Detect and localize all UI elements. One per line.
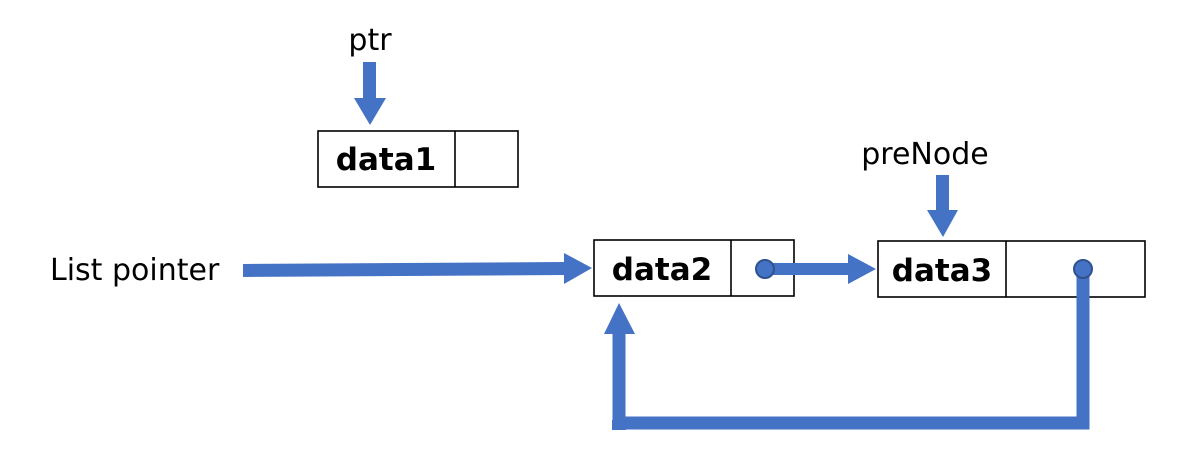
node2-link-dot bbox=[755, 259, 775, 279]
node2-next-arrow-shaft bbox=[768, 263, 850, 275]
node1-box bbox=[317, 130, 519, 188]
node2-next-arrow-head bbox=[848, 254, 876, 284]
loop-back-arrow-head bbox=[604, 303, 635, 334]
list-pointer-arrow-shaft bbox=[243, 262, 566, 277]
ptr-arrow-shaft bbox=[363, 62, 376, 100]
prenode-arrow-head bbox=[927, 210, 958, 237]
ptr-arrow-head bbox=[354, 98, 386, 125]
node-data2: data2 bbox=[593, 239, 795, 297]
loop-back-arrow-shaft bbox=[612, 272, 1090, 430]
list-pointer-arrow-head bbox=[564, 253, 592, 284]
node3-data-text: data3 bbox=[892, 253, 992, 289]
prenode-arrow-shaft bbox=[936, 175, 949, 213]
node-data1: data1 bbox=[317, 130, 519, 188]
node-data3: data3 bbox=[877, 240, 1146, 298]
prenode-label: preNode bbox=[861, 137, 988, 172]
list-pointer-label: List pointer bbox=[50, 253, 220, 288]
node3-box bbox=[877, 240, 1146, 298]
node2-data-text: data2 bbox=[612, 252, 712, 288]
ptr-label: ptr bbox=[348, 23, 392, 58]
loop-back-arrow-tail bbox=[612, 420, 626, 430]
arrows-group bbox=[243, 62, 1090, 430]
node3-link-dot bbox=[1073, 259, 1093, 279]
node1-data-text: data1 bbox=[336, 142, 436, 178]
